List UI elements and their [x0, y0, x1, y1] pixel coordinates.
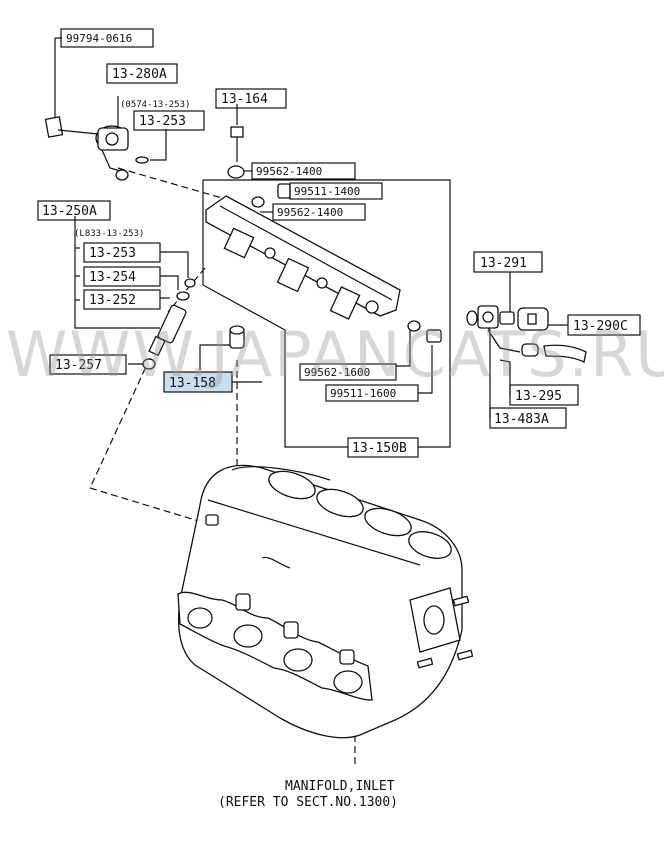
label-rail: 13-150B	[352, 441, 407, 456]
label-inj-assy: 13-250A	[42, 204, 97, 219]
note-line1: MANIFOLD,INLET	[285, 779, 395, 794]
label-reg-assy: 13-280A	[112, 67, 167, 82]
label-reg-sub: (0574-13-253)	[120, 100, 190, 110]
label-wash-top: 99562-1400	[256, 165, 322, 178]
pulsation-damper-small	[229, 325, 245, 349]
intake-manifold	[177, 464, 474, 739]
fuel-injector	[142, 278, 196, 370]
label-pd-assy: 13-291	[480, 256, 527, 271]
label-oring-reg: 13-253	[139, 114, 186, 129]
label-inj-insul: 13-254	[89, 270, 136, 285]
note-line2: (REFER TO SECT.NO.1300)	[218, 795, 398, 810]
fuel-rail	[205, 195, 442, 343]
top-bolts	[227, 126, 291, 208]
label-bolt: 99794-0616	[66, 32, 132, 45]
label-pd-part: 13-290C	[573, 319, 628, 334]
label-wash-top2: 99562-1400	[277, 206, 343, 219]
pressure-regulator	[44, 116, 149, 181]
label-inj-oring: 13-253	[89, 246, 136, 261]
label-inj-sub: (L833-13-253)	[74, 229, 144, 239]
pressure-damper-group	[466, 305, 587, 363]
label-wash-bot: 99562-1600	[304, 366, 370, 379]
label-damper: 13-158	[169, 376, 216, 391]
label-bolt-rail: 13-164	[221, 92, 268, 107]
label-insulator: 13-257	[55, 358, 102, 373]
label-inj-seal: 13-252	[89, 293, 136, 308]
label-plug-bot: 99511-1600	[330, 387, 396, 400]
label-pipe: 13-483A	[494, 412, 549, 427]
part-labels: 99794-0616 13-280A (0574-13-253) 13-253 …	[37, 28, 641, 458]
label-hose: 13-295	[515, 389, 562, 404]
manifold-note: MANIFOLD,INLET (REFER TO SECT.NO.1300)	[218, 779, 398, 810]
label-plug-top: 99511-1400	[294, 185, 360, 198]
